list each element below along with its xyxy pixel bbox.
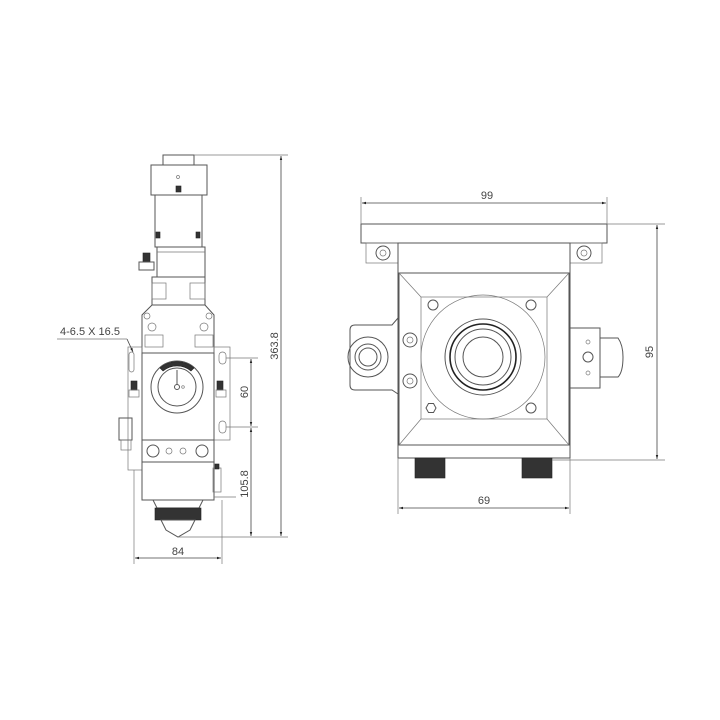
- top-view-laser-head: [347, 223, 624, 479]
- screw-icon: [375, 245, 391, 261]
- dimension-width: 84: [172, 546, 184, 558]
- slot-callout: 4-6.5 X 16.5: [60, 326, 120, 338]
- screw-icon: [175, 185, 182, 193]
- water-fitting: [402, 373, 418, 389]
- side-view-laser-head: [118, 154, 231, 538]
- side-view-dimensions: 363.8 60 105.8 84 4-6.5 X 16.5: [57, 154, 288, 564]
- head-body: [397, 242, 571, 459]
- right-mount-flange: [213, 346, 231, 441]
- top-view-dimensions: 99 95 69: [360, 190, 665, 514]
- sensor-bracket: [569, 327, 601, 389]
- beam-aperture: [462, 336, 504, 378]
- mount-slot: [218, 351, 227, 365]
- dimension-hole-spacing: 60: [239, 386, 251, 398]
- top-collar: [162, 154, 195, 166]
- mount-slot: [218, 420, 227, 434]
- dimension-plate-width: 99: [481, 190, 493, 202]
- gas-inlet-block: [349, 316, 399, 395]
- nozzle: [160, 519, 196, 538]
- adjust-knob: [414, 457, 446, 479]
- water-fitting: [402, 332, 418, 348]
- upper-block: [151, 276, 206, 306]
- adjust-knob: [521, 457, 553, 479]
- left-mount-flange: [127, 346, 143, 471]
- middle-body: [141, 304, 215, 354]
- mount-slot: [128, 351, 135, 373]
- sensor-tab: [600, 337, 624, 378]
- dial-scale: [159, 361, 195, 372]
- dimension-total-height: 363.8: [269, 332, 281, 360]
- dimension-body-width: 69: [478, 495, 490, 507]
- mounting-plate: [360, 223, 608, 244]
- nozzle-knurl-ring: [154, 507, 202, 521]
- dimension-lower-height: 105.8: [239, 470, 251, 498]
- gas-inlet-nut: [347, 336, 389, 378]
- dimension-depth: 95: [644, 346, 656, 358]
- gas-fitting-icon: [142, 252, 151, 263]
- lower-body: [141, 461, 215, 501]
- hex-bolt-icon: [425, 403, 437, 413]
- screw-icon: [576, 245, 592, 261]
- lens-housing: [420, 294, 546, 420]
- collimator-barrel: [154, 194, 203, 248]
- focus-ring: [156, 246, 206, 278]
- focus-dial: [150, 360, 204, 414]
- side-connector: [118, 417, 133, 441]
